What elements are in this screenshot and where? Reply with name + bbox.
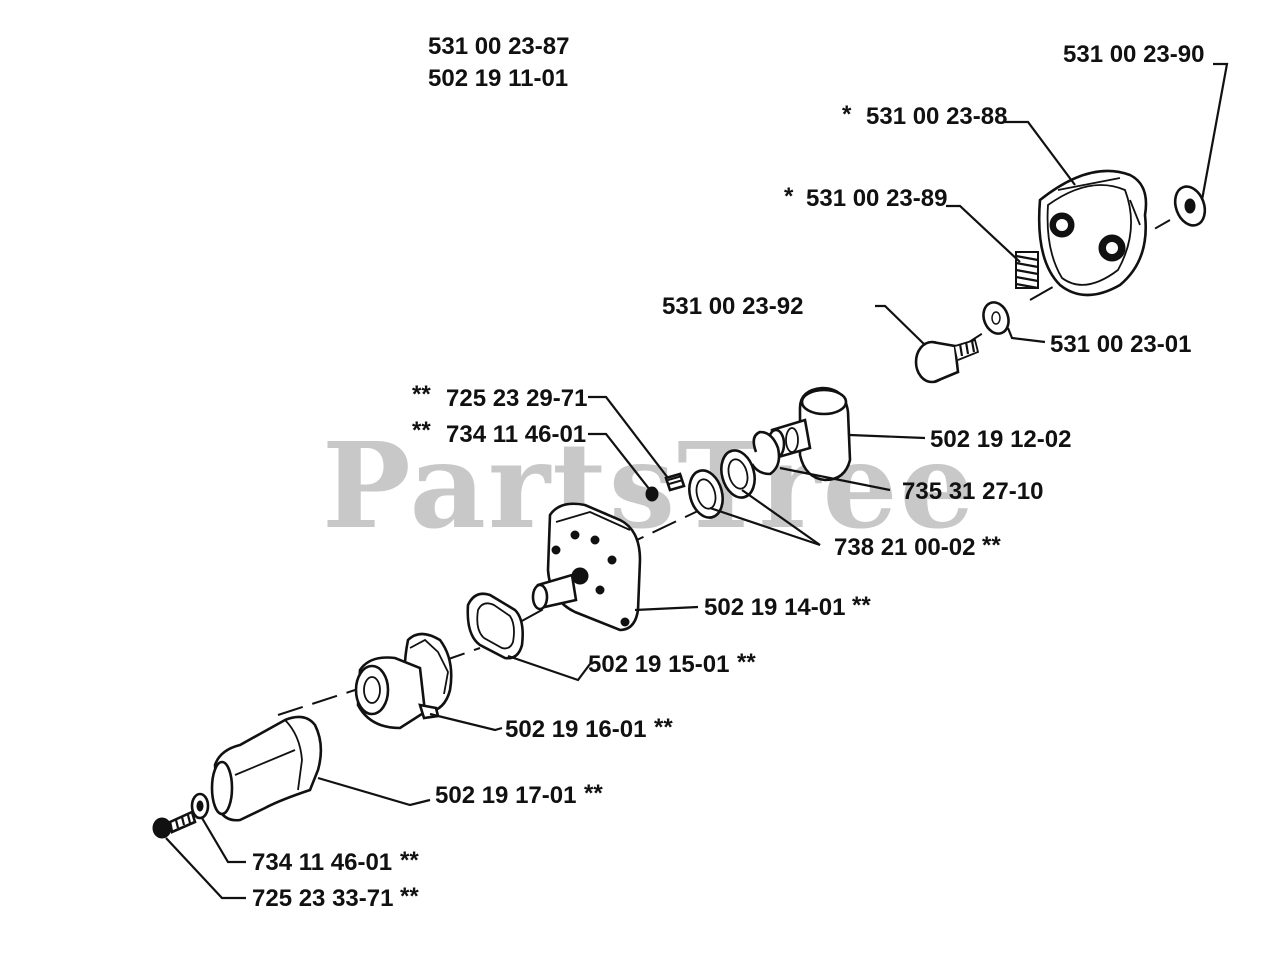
bolt-part-531-00-23-92: [914, 338, 980, 384]
part-marker: **: [584, 780, 603, 807]
header-part-number: 531 00 23-87: [428, 33, 569, 60]
clutch-shoe-part-531-00-23-88: [1037, 169, 1148, 297]
guard-housing-part-502-19-17-01: [210, 715, 323, 822]
part-label-531-00-23-92: 531 00 23-92: [662, 293, 803, 320]
part-label-725-23-33-71: 725 23 33-71: [252, 885, 393, 912]
part-label-502-19-16-01: 502 19 16-01: [505, 716, 646, 743]
part-marker: **: [400, 883, 419, 910]
part-label-502-19-17-01: 502 19 17-01: [435, 782, 576, 809]
part-label-531-00-23-88: 531 00 23-88: [866, 103, 1007, 130]
part-marker: **: [737, 649, 756, 676]
part-marker: *: [842, 101, 852, 128]
part-label-738-21-00-02: 738 21 00-02: [834, 534, 975, 561]
washer-part-531-00-23-90: [1173, 185, 1207, 227]
part-marker: **: [400, 847, 419, 874]
leader-lines: [165, 62, 1229, 900]
part-label-531-00-23-01: 531 00 23-01: [1050, 331, 1191, 358]
part-label-502-19-15-01: 502 19 15-01: [588, 651, 729, 678]
bevel-gear-part-502-19-16-01: [354, 632, 453, 730]
circlip-part-735-31-27-10: [750, 430, 781, 476]
part-marker: *: [784, 183, 794, 210]
part-label-531-00-23-90: 531 00 23-90: [1063, 41, 1204, 68]
part-marker: **: [852, 592, 871, 619]
part-label-502-19-14-01: 502 19 14-01: [704, 594, 845, 621]
screw-part-725-23-33-71: [152, 810, 197, 839]
part-marker: **: [982, 532, 1001, 559]
spring-part-531-00-23-89: [1015, 251, 1039, 290]
gasket-part-502-19-15-01: [466, 592, 524, 660]
part-marker: **: [412, 417, 431, 444]
washer-part-734-11-46-01-bottom: [190, 792, 210, 820]
header-part-number: 502 19 11-01: [428, 65, 568, 92]
part-label-502-19-12-02: 502 19 12-02: [930, 426, 1071, 453]
washer-part-734-11-46-01-top: [645, 486, 659, 502]
gear-housing-part-502-19-14-01: [531, 502, 642, 632]
bearing-part-738-21-00-02: [688, 449, 756, 519]
part-label-531-00-23-89: 531 00 23-89: [806, 185, 947, 212]
part-marker: **: [412, 381, 431, 408]
part-label-734-11-46-01: 734 11 46-01: [252, 849, 392, 876]
screw-part-725-23-29-71: [664, 472, 686, 492]
washer-part-531-00-23-01: [982, 301, 1010, 335]
part-label-725-23-29-71: 725 23 29-71: [446, 385, 587, 412]
part-label-735-31-27-10: 735 31 27-10: [902, 478, 1043, 505]
part-label-734-11-46-01: 734 11 46-01: [446, 421, 586, 448]
part-marker: **: [654, 714, 673, 741]
